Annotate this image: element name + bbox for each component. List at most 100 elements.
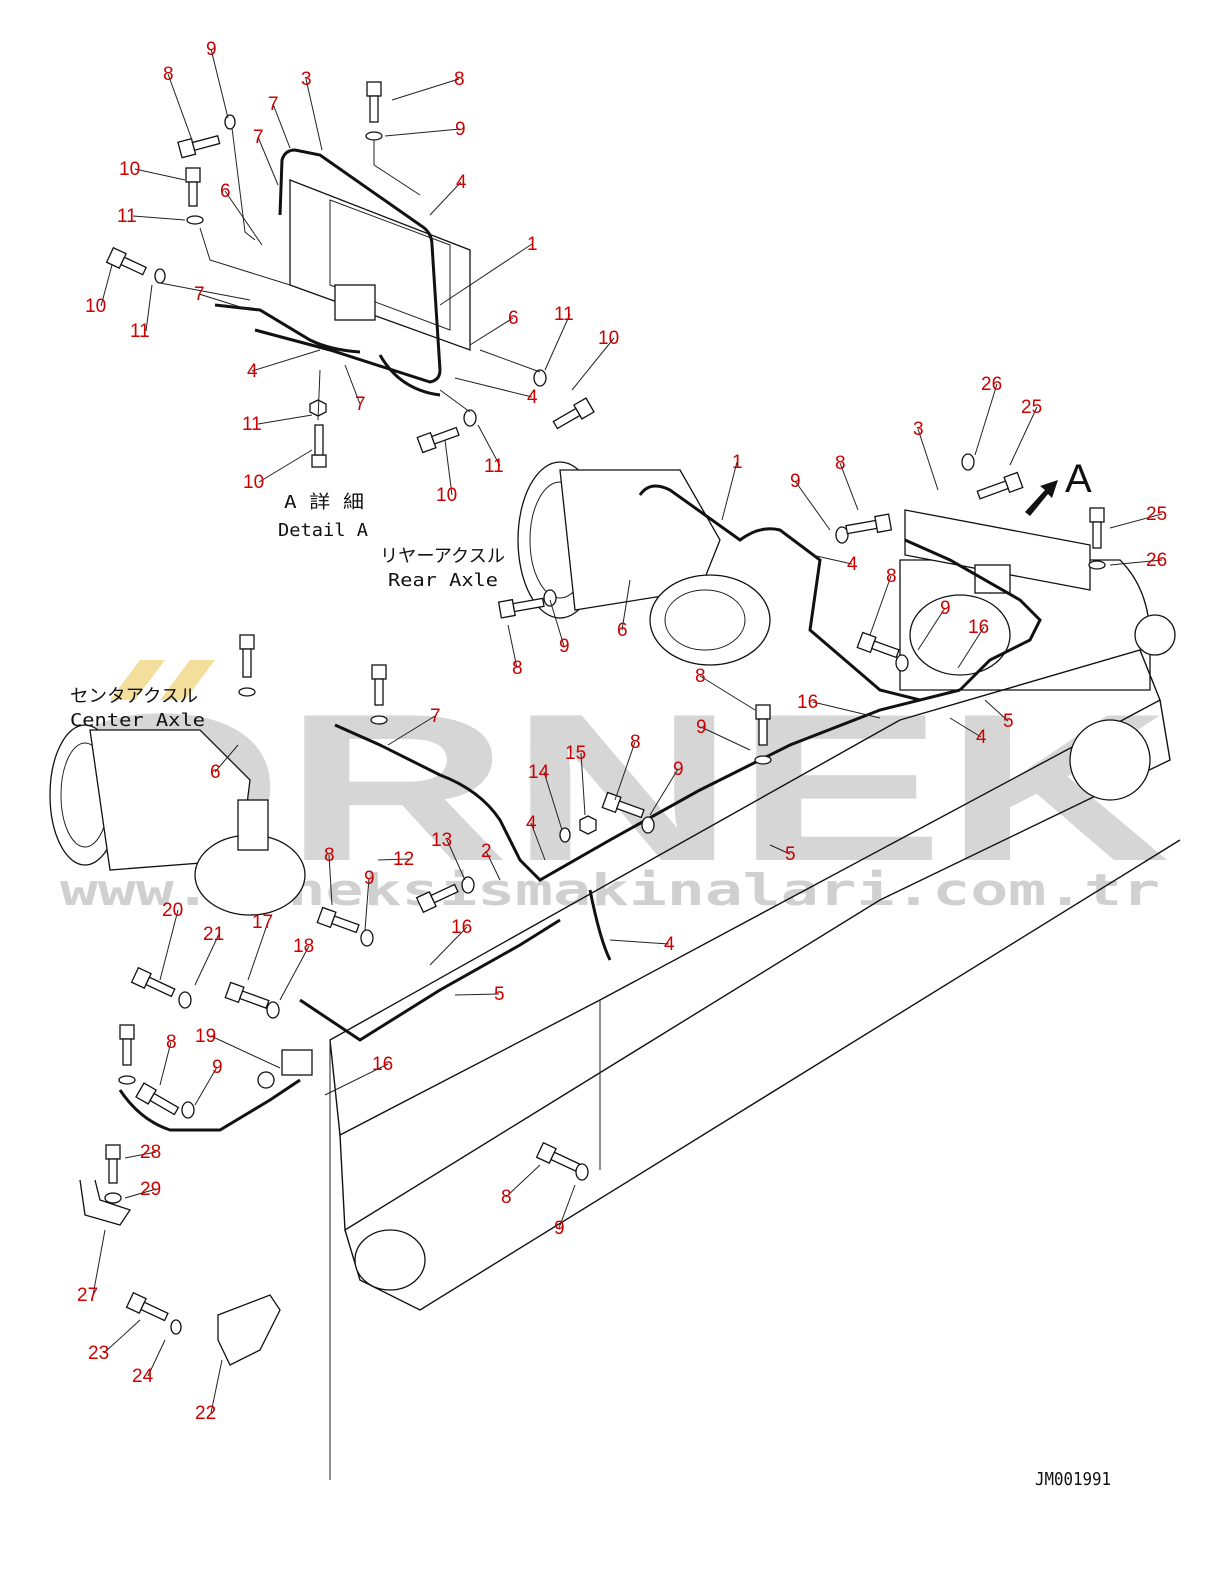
part-callout-10: 10 (85, 296, 106, 317)
callout-leader-line (699, 675, 756, 711)
washer-icon (360, 929, 374, 947)
bolt-icon (177, 134, 221, 159)
part-callout-9: 9 (206, 39, 217, 60)
callout-leader-line (328, 854, 333, 906)
part-callout-23: 23 (88, 1343, 109, 1364)
callout-leader-line (124, 1151, 157, 1159)
washer-icon (961, 453, 975, 471)
part-callout-16: 16 (968, 617, 989, 638)
callout-leader-line (571, 337, 615, 391)
part-callout-8: 8 (835, 453, 846, 474)
rear-axle-differential (649, 574, 771, 666)
callout-leader-line (194, 933, 220, 986)
part-callout-1: 1 (732, 452, 743, 473)
callout-leader-line (387, 715, 436, 746)
washer-icon (181, 1101, 195, 1119)
callout-leader-line (984, 699, 1009, 722)
callout-leader-line (364, 877, 370, 931)
callout-leader-line (917, 607, 946, 651)
callout-leader-line (429, 181, 462, 216)
part-callout-24: 24 (132, 1366, 154, 1387)
callout-leader-line (210, 1035, 281, 1069)
callout-leader-line (469, 317, 514, 346)
part-callout-14: 14 (528, 762, 550, 783)
washer-icon (186, 215, 204, 225)
washer-icon (224, 114, 236, 130)
callout-leader-line (132, 215, 186, 221)
callout-leader-line (614, 741, 636, 801)
part-callout-6: 6 (210, 762, 221, 783)
nut-icon (579, 815, 597, 835)
washer-icon (118, 1075, 136, 1085)
part-callout-4: 4 (456, 172, 467, 193)
bolt-icon (755, 704, 771, 746)
bolt-icon (1089, 507, 1105, 549)
bolt-icon (976, 471, 1024, 500)
callout-leader-line (558, 1184, 576, 1229)
watermark-logo-mark-1 (110, 660, 165, 700)
washer-icon (835, 526, 849, 544)
callout-leader-line (224, 190, 263, 246)
view-marker: A (1065, 457, 1092, 501)
part-callout-10: 10 (119, 159, 140, 180)
callout-leader-line (134, 168, 186, 181)
part-callout-20: 20 (162, 900, 183, 921)
part-callout-6: 6 (617, 620, 628, 641)
part-callout-16: 16 (797, 692, 818, 713)
part-callout-9: 9 (364, 868, 375, 889)
callout-leader-line (485, 850, 501, 881)
callout-leader-line (145, 284, 153, 332)
washer-icon (641, 816, 655, 834)
part-callout-5: 5 (494, 984, 505, 1005)
part-callout-2: 2 (481, 841, 492, 862)
callout-leader-line (957, 626, 985, 669)
callout-leader-line (454, 377, 533, 398)
callout-leader-line (700, 726, 751, 751)
callout-leader-line (769, 844, 791, 855)
part-callout-7: 7 (355, 394, 366, 415)
washer-icon (178, 991, 192, 1009)
callout-leader-line (811, 554, 853, 565)
arrow-icon (1025, 480, 1058, 516)
part-callout-4: 4 (527, 387, 538, 408)
callout-leader-line (214, 744, 239, 773)
part-callout-21: 21 (203, 924, 224, 945)
part-callout-8: 8 (454, 69, 465, 90)
callout-leader-line (530, 822, 546, 861)
rear-axle-caption-jp: リヤーアクスル (380, 546, 505, 567)
watermark-logo-mark-2 (160, 660, 215, 700)
part-callout-18: 18 (293, 936, 314, 957)
washer-icon (463, 409, 477, 427)
part-callout-27: 27 (77, 1285, 98, 1306)
callout-leader-line (444, 439, 453, 496)
callout-leader-line (258, 449, 313, 483)
part-callout-8: 8 (163, 64, 174, 85)
part-callout-22: 22 (195, 1403, 216, 1424)
callout-leader-line (439, 243, 533, 306)
washer-icon (170, 1319, 182, 1335)
callout-leader-line (544, 313, 571, 371)
part-callout-25: 25 (1021, 397, 1042, 418)
callout-leader-line (839, 462, 859, 511)
rear-axle-assembly (497, 453, 1176, 702)
part-callout-7: 7 (268, 94, 279, 115)
callout-leader-line (869, 575, 892, 636)
part-callout-10: 10 (436, 485, 457, 506)
part-callout-3: 3 (913, 419, 924, 440)
callout-leader-line (549, 599, 565, 647)
bolt-icon (845, 513, 893, 535)
part-callout-9: 9 (559, 636, 570, 657)
callout-leader-line (812, 701, 881, 719)
washer-icon (533, 369, 547, 387)
rear-axle-caption-en: Rear Axle (388, 570, 498, 591)
bolt-icon (415, 883, 459, 914)
callout-leader-line (429, 926, 468, 966)
part-callout-10: 10 (598, 328, 619, 349)
callout-leader-line (257, 136, 279, 186)
washer-icon (154, 268, 166, 284)
bolt-icon (224, 981, 270, 1009)
part-callout-8: 8 (501, 1187, 512, 1208)
detail-a-caption-en: Detail A (278, 520, 368, 541)
bolt-icon (497, 597, 545, 619)
callout-leader-line (92, 1229, 106, 1296)
